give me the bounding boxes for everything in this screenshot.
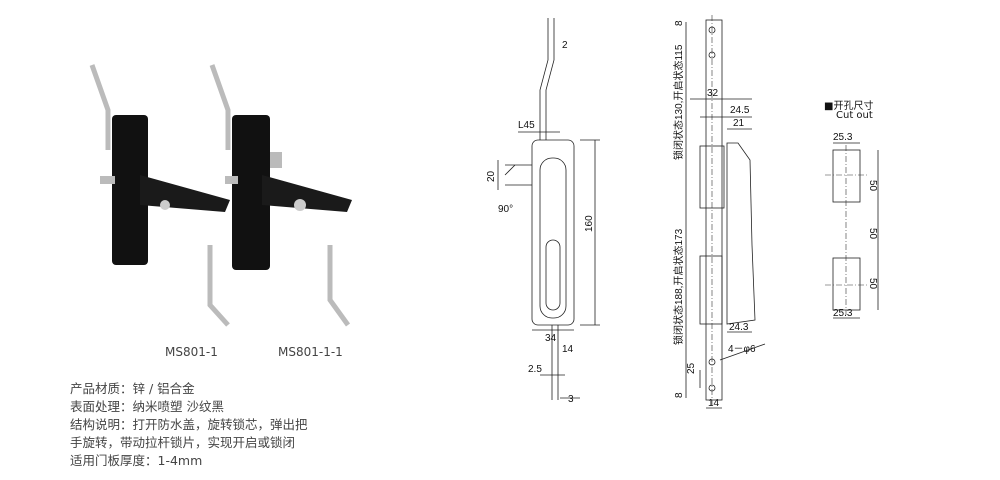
svg-text:25.3: 25.3 bbox=[833, 308, 853, 319]
svg-text:34: 34 bbox=[545, 333, 557, 344]
cutout-drawing: 25.3 25.3 50 50 50 bbox=[825, 132, 879, 319]
spec-thickness: 适用门板厚度：1-4mm bbox=[70, 453, 203, 468]
svg-text:14: 14 bbox=[708, 398, 720, 409]
svg-text:4－φ6: 4－φ6 bbox=[728, 344, 756, 355]
model-label: MS801-1 bbox=[165, 345, 218, 359]
spec-finish: 表面处理：纳米喷塑 沙纹黑 bbox=[70, 399, 224, 414]
spec-material: 产品材质：锌 / 铝合金 bbox=[70, 381, 195, 396]
svg-text:25: 25 bbox=[686, 362, 697, 374]
spec-structure: 结构说明：打开防水盖，旋转锁芯，弹出把 bbox=[70, 417, 308, 432]
svg-text:8: 8 bbox=[674, 392, 685, 398]
svg-text:14: 14 bbox=[562, 344, 574, 355]
front-view-drawing: 2 L45 20 90° 160 34 14 2.5 3 bbox=[486, 18, 600, 405]
svg-text:20: 20 bbox=[486, 170, 497, 182]
svg-text:8: 8 bbox=[674, 20, 685, 26]
svg-text:2.5: 2.5 bbox=[528, 364, 542, 375]
spec-list: 产品材质：锌 / 铝合金 表面处理：纳米喷塑 沙纹黑 结构说明：打开防水盖，旋转… bbox=[70, 380, 308, 470]
svg-text:160: 160 bbox=[584, 215, 595, 232]
model-label: MS801-1-1 bbox=[278, 345, 343, 359]
svg-text:50: 50 bbox=[867, 228, 878, 240]
svg-text:25.3: 25.3 bbox=[833, 132, 853, 143]
side-note-top: 锁闭状态130,开启状态115 bbox=[672, 44, 685, 160]
svg-text:24.5: 24.5 bbox=[730, 105, 750, 116]
cutout-title: ■开孔尺寸 bbox=[824, 101, 874, 112]
product-photo-ms801-1 bbox=[89, 64, 230, 327]
svg-text:3: 3 bbox=[568, 394, 574, 405]
svg-text:50: 50 bbox=[867, 278, 878, 290]
svg-text:2: 2 bbox=[562, 40, 568, 51]
svg-text:32: 32 bbox=[707, 88, 719, 99]
svg-text:21: 21 bbox=[733, 118, 745, 129]
side-view-drawing: 32 24.5 21 24.3 4－φ6 25 8 8 14 锁闭状态130,开… bbox=[672, 15, 766, 409]
svg-text:L45: L45 bbox=[518, 120, 535, 131]
side-note-bottom: 锁闭状态188,开启状态173 bbox=[672, 228, 685, 345]
product-photo-ms801-1-1 bbox=[209, 64, 352, 327]
svg-text:50: 50 bbox=[867, 180, 878, 192]
spec-structure-cont: 手旋转，带动拉杆锁片，实现开启或锁闭 bbox=[70, 435, 296, 450]
cutout-subtitle: Cut out bbox=[836, 110, 873, 121]
svg-text:24.3: 24.3 bbox=[729, 322, 749, 333]
svg-text:90°: 90° bbox=[498, 204, 513, 215]
